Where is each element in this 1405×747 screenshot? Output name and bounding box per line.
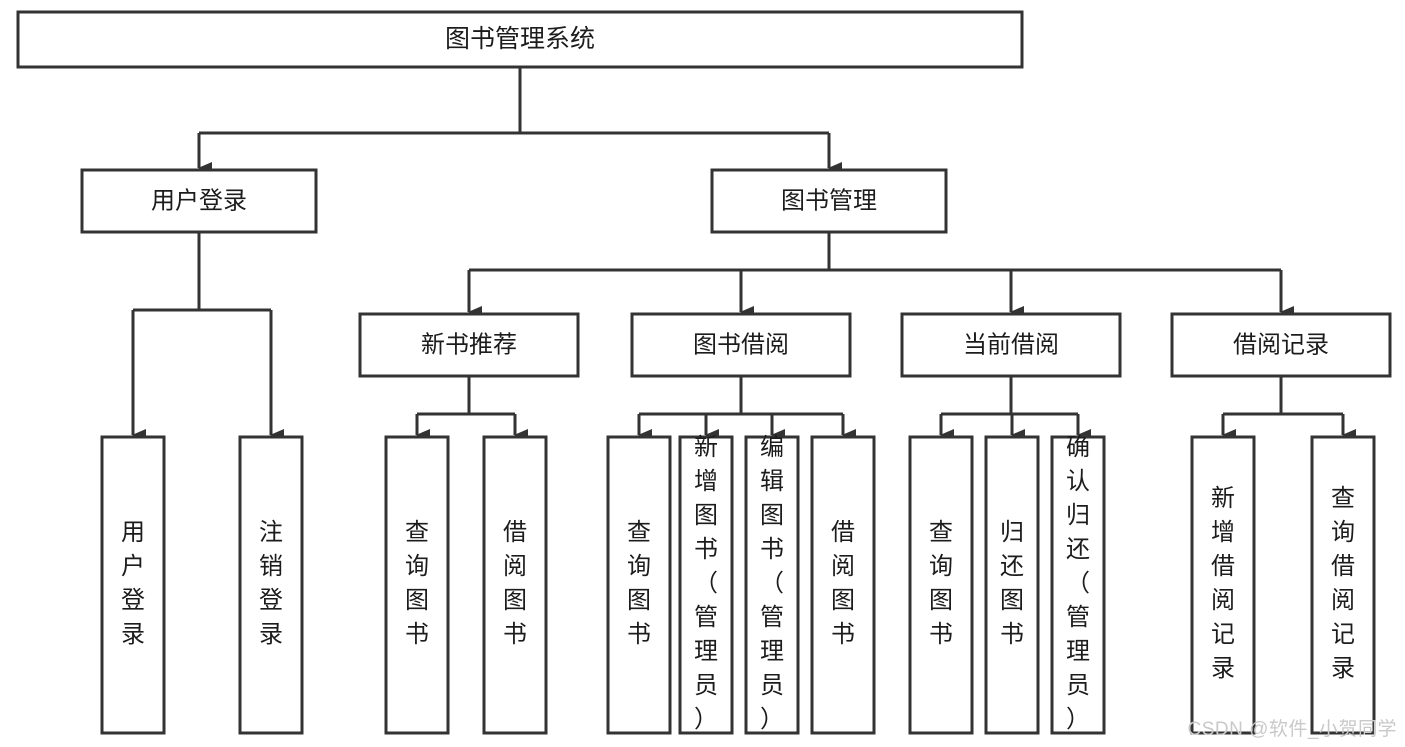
node-label-user-login: 用户登录 xyxy=(151,187,247,214)
node-leaf-query-book-current[interactable]: 查询图书 xyxy=(908,435,974,735)
node-label-leaf-edit-book-admin: 编辑图书（管理员） xyxy=(760,434,784,733)
node-leaf-confirm-return-admin[interactable]: 确认归还（管理员） xyxy=(1050,434,1106,735)
node-label-leaf-query-borrow-record: 查询借阅记录 xyxy=(1331,485,1355,682)
node-label-leaf-return-book: 归还图书 xyxy=(1000,519,1024,648)
node-label-root: 图书管理系统 xyxy=(445,25,595,53)
node-label-leaf-add-borrow-record: 新增借阅记录 xyxy=(1211,485,1235,682)
node-label-new-book-recommend: 新书推荐 xyxy=(421,331,517,358)
node-leaf-borrow-book-rec[interactable]: 借阅图书 xyxy=(482,435,548,735)
node-book-management[interactable]: 图书管理 xyxy=(710,168,948,234)
node-box-leaf-edit-book-admin xyxy=(744,435,800,735)
node-label-leaf-add-book-admin: 新增图书（管理员） xyxy=(694,434,718,733)
node-box-leaf-logout xyxy=(238,435,304,735)
node-leaf-logout[interactable]: 注销登录 xyxy=(238,435,304,735)
node-book-borrow[interactable]: 图书借阅 xyxy=(630,312,852,378)
node-box-user-login xyxy=(80,168,318,234)
node-root[interactable]: 图书管理系统 xyxy=(16,10,1024,69)
node-box-leaf-borrow-book xyxy=(810,435,876,735)
node-leaf-query-book-borrow[interactable]: 查询图书 xyxy=(606,435,672,735)
node-leaf-add-book-admin[interactable]: 新增图书（管理员） xyxy=(678,434,734,735)
node-leaf-query-book-rec[interactable]: 查询图书 xyxy=(384,435,450,735)
node-box-leaf-borrow-book-rec xyxy=(482,435,548,735)
node-leaf-query-borrow-record[interactable]: 查询借阅记录 xyxy=(1310,435,1376,735)
node-label-leaf-query-book-borrow: 查询图书 xyxy=(627,519,651,648)
node-box-root xyxy=(16,10,1024,69)
node-box-book-management xyxy=(710,168,948,234)
node-box-leaf-add-borrow-record xyxy=(1190,435,1256,735)
node-label-leaf-user-login: 用户登录 xyxy=(121,519,145,648)
node-label-leaf-logout: 注销登录 xyxy=(259,519,283,648)
node-label-leaf-query-book-current: 查询图书 xyxy=(929,519,953,648)
node-new-book-recommend[interactable]: 新书推荐 xyxy=(358,312,580,378)
node-box-borrow-record xyxy=(1170,312,1392,378)
node-box-leaf-return-book xyxy=(984,435,1040,735)
node-box-book-borrow xyxy=(630,312,852,378)
node-label-leaf-query-book-rec: 查询图书 xyxy=(405,519,429,648)
node-box-leaf-query-book-borrow xyxy=(606,435,672,735)
node-user-login[interactable]: 用户登录 xyxy=(80,168,318,234)
node-leaf-borrow-book[interactable]: 借阅图书 xyxy=(810,435,876,735)
node-box-leaf-confirm-return-admin xyxy=(1050,435,1106,735)
node-label-current-borrow: 当前借阅 xyxy=(963,331,1059,358)
node-box-leaf-query-borrow-record xyxy=(1310,435,1376,735)
node-box-leaf-user-login xyxy=(100,435,166,735)
node-label-book-borrow: 图书借阅 xyxy=(693,331,789,358)
node-box-leaf-add-book-admin xyxy=(678,435,734,735)
node-box-current-borrow xyxy=(900,312,1122,378)
node-leaf-return-book[interactable]: 归还图书 xyxy=(984,435,1040,735)
node-box-leaf-query-book-rec xyxy=(384,435,450,735)
node-label-leaf-borrow-book: 借阅图书 xyxy=(831,519,855,648)
edge-layer xyxy=(131,67,1356,441)
node-layer: 图书管理系统用户登录图书管理新书推荐图书借阅当前借阅借阅记录用户登录注销登录查询… xyxy=(16,10,1392,735)
node-box-leaf-query-book-current xyxy=(908,435,974,735)
node-current-borrow[interactable]: 当前借阅 xyxy=(900,312,1122,378)
node-label-book-management: 图书管理 xyxy=(781,187,877,214)
node-label-borrow-record: 借阅记录 xyxy=(1233,331,1329,358)
node-leaf-add-borrow-record[interactable]: 新增借阅记录 xyxy=(1190,435,1256,735)
node-leaf-edit-book-admin[interactable]: 编辑图书（管理员） xyxy=(744,434,800,735)
node-leaf-user-login[interactable]: 用户登录 xyxy=(100,435,166,735)
node-label-leaf-confirm-return-admin: 确认归还（管理员） xyxy=(1066,434,1090,733)
node-borrow-record[interactable]: 借阅记录 xyxy=(1170,312,1392,378)
node-label-leaf-borrow-book-rec: 借阅图书 xyxy=(503,519,527,648)
node-box-new-book-recommend xyxy=(358,312,580,378)
